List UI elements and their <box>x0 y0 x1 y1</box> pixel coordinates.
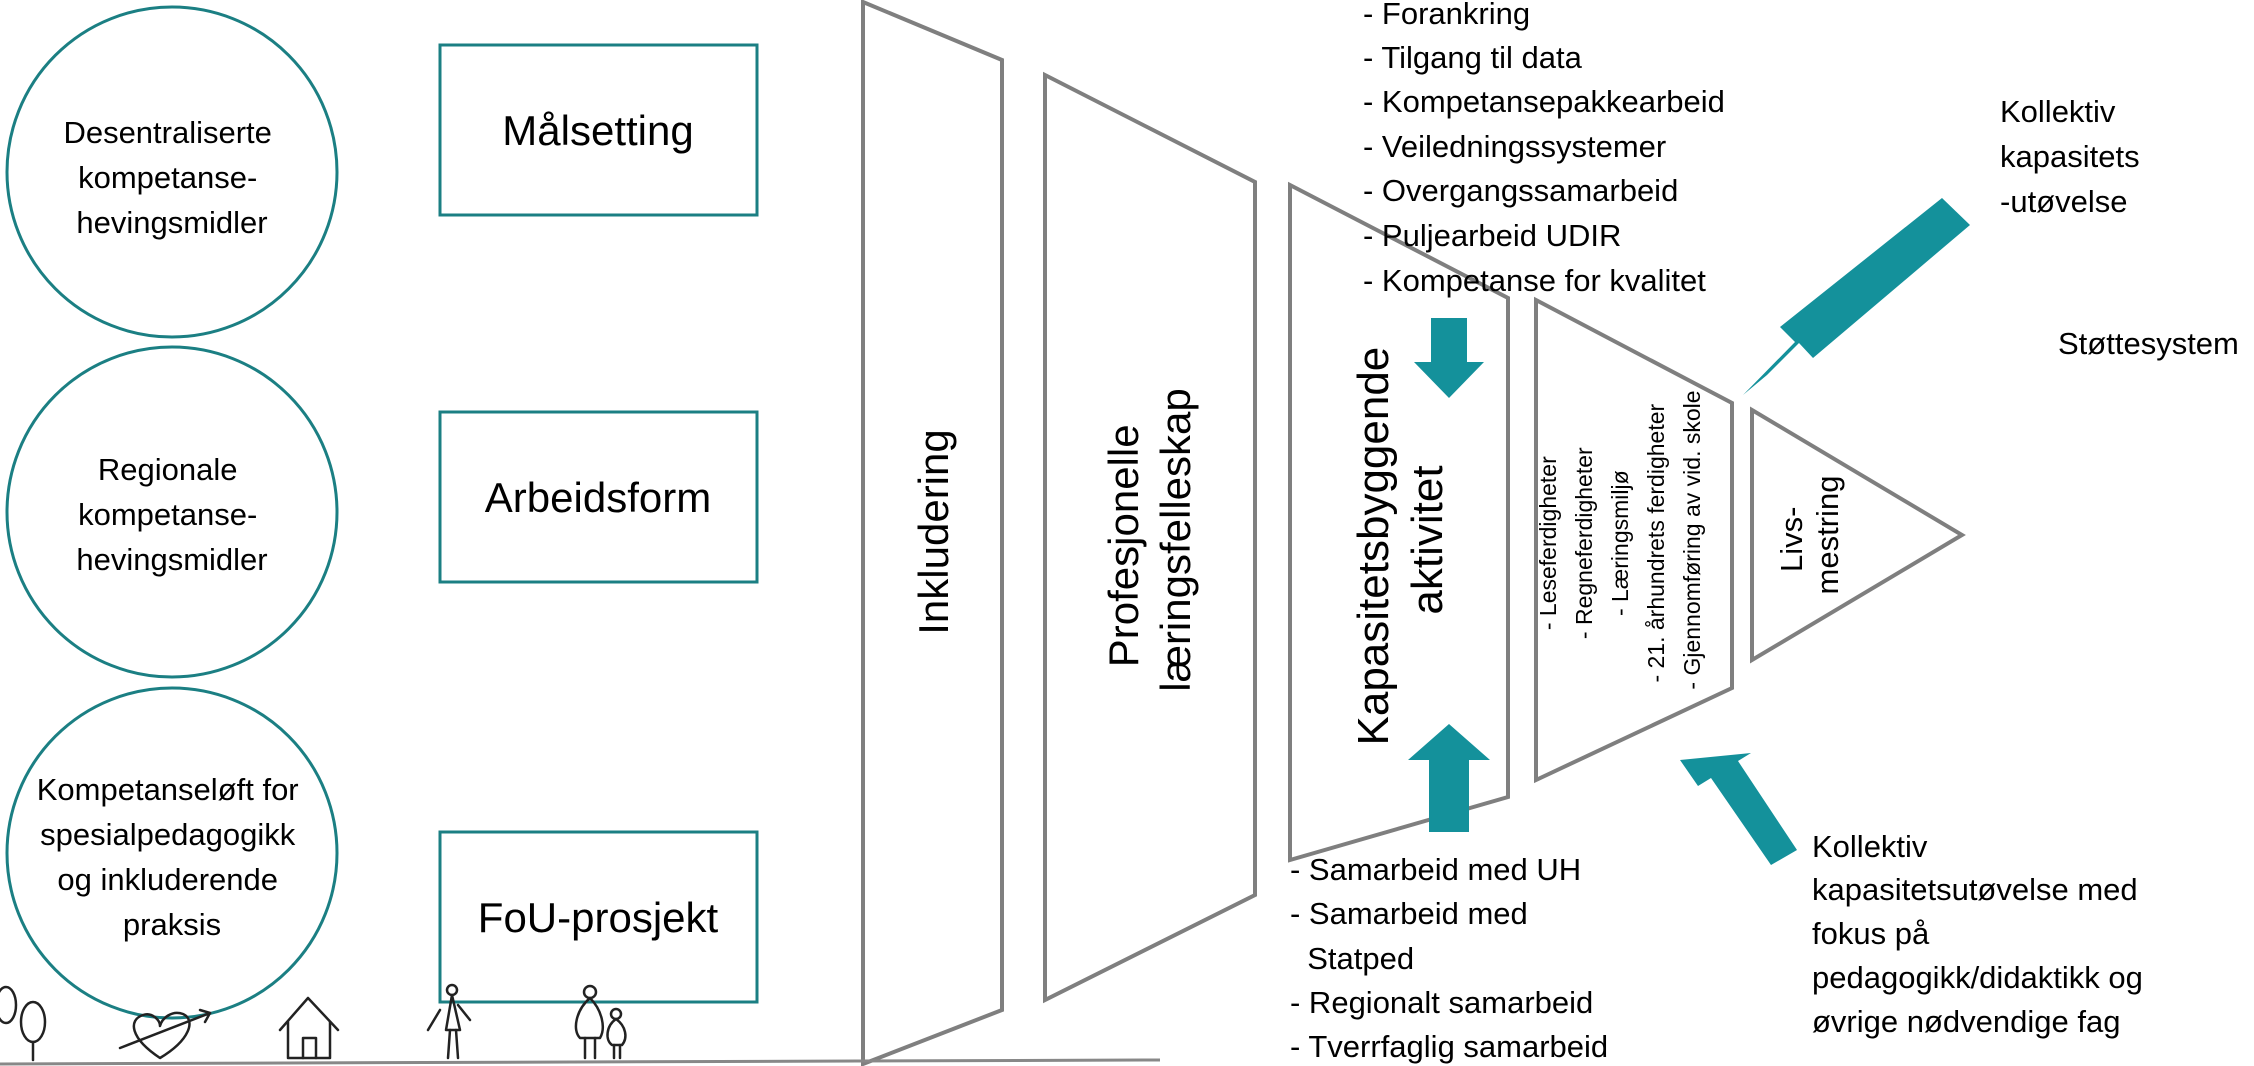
funnel-kapasitet-label: Kapasitetsbyggende aktivitet <box>1349 335 1452 746</box>
arrow-diagonal-bottom-icon <box>1680 753 1797 865</box>
tree-icon <box>0 985 47 1062</box>
circle-desentraliserte <box>5 5 339 339</box>
funnel: Inkludering Profesjonelle læringsfellesk… <box>861 0 1966 1066</box>
person-icon <box>426 983 472 1060</box>
box-malsetting-label: Målsetting <box>502 107 693 154</box>
callout-bottom: Kollektiv kapasitetsutøvelse med fokus p… <box>1812 829 2152 1039</box>
funnel-kapasitet <box>1288 181 1510 863</box>
box-malsetting <box>438 43 759 217</box>
circle-regionale-text: Regionale kompetanse- hevingsmidler <box>76 452 267 577</box>
box-arbeidsform-label: Arbeidsform <box>485 474 711 521</box>
callout-top: Kollektiv kapasitets -utøvelse <box>2000 94 2148 219</box>
funding-circles: Desentraliserte kompetanse- hevingsmidle… <box>5 5 339 1020</box>
funnel-livsmestring-label: Livs- mestring <box>1774 476 1845 595</box>
bottom-support-list: - Samarbeid med UH - Samarbeid med Statp… <box>1290 852 1608 1064</box>
stottesystem-label: Støttesystem <box>2058 326 2239 361</box>
family-icon <box>574 984 627 1060</box>
circle-kompetanseloft-text: Kompetanseløft for spesialpedagogikk og … <box>37 772 308 942</box>
circle-regionale <box>5 345 339 679</box>
label-boxes: Målsetting Arbeidsform FoU-prosjekt <box>438 43 759 1004</box>
box-fou <box>438 830 759 1004</box>
arrow-up-icon <box>1408 724 1490 832</box>
doodle-icons <box>0 983 627 1062</box>
house-icon <box>278 996 340 1060</box>
arrow-diagonal-top-icon <box>1743 198 1970 395</box>
funnel-inkludering-label: Inkludering <box>910 429 957 634</box>
box-fou-label: FoU-prosjekt <box>478 894 719 941</box>
heart-arrow-icon <box>118 1008 212 1060</box>
box-arbeidsform <box>438 410 759 584</box>
funnel-profesjonelle <box>1043 71 1257 1004</box>
circle-desentraliserte-text: Desentraliserte kompetanse- hevingsmidle… <box>63 115 280 240</box>
funnel-livsmestring <box>1750 406 1966 664</box>
ground-line <box>0 1058 1161 1066</box>
funnel-skills-text: - Leseferdigheter - Regneferdigheter - L… <box>1535 390 1705 689</box>
funnel-inkludering <box>861 0 1004 1066</box>
top-support-list: - Forankring - Tilgang til data - Kompet… <box>1363 0 1734 298</box>
teal-arrows <box>1408 198 1970 865</box>
arrow-down-icon <box>1414 318 1484 398</box>
funnel-profesjonelle-label: Profesjonelle læringsfelleskap <box>1100 388 1199 691</box>
circle-kompetanseloft <box>5 686 339 1020</box>
funnel-skills <box>1534 296 1734 784</box>
